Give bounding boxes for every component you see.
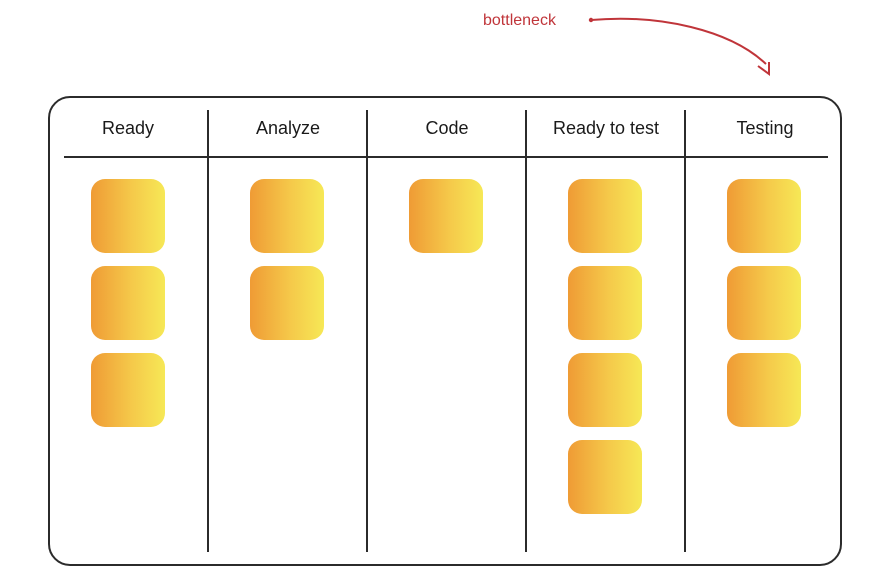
card-testing[interactable] (727, 266, 801, 340)
column-title-code: Code (425, 118, 469, 138)
column-title-ready-to-test: Ready to test (552, 118, 660, 138)
bottleneck-label: bottleneck (483, 12, 556, 29)
column-divider (207, 110, 209, 552)
card-ready-to-test[interactable] (568, 353, 642, 427)
column-title-analyze: Analyze (255, 118, 321, 138)
column-divider (366, 110, 368, 552)
card-ready-to-test[interactable] (568, 266, 642, 340)
card-code[interactable] (409, 179, 483, 253)
column-divider (684, 110, 686, 552)
card-ready[interactable] (91, 179, 165, 253)
column-divider (525, 110, 527, 552)
card-analyze[interactable] (250, 266, 324, 340)
card-testing[interactable] (727, 353, 801, 427)
card-ready[interactable] (91, 353, 165, 427)
column-title-testing: Testing (736, 118, 794, 138)
header-divider (64, 156, 828, 158)
column-title-ready: Ready (101, 118, 155, 138)
card-analyze[interactable] (250, 179, 324, 253)
card-ready-to-test[interactable] (568, 440, 642, 514)
card-ready-to-test[interactable] (568, 179, 642, 253)
kanban-board (48, 96, 842, 566)
bottleneck-arrow-icon (588, 17, 770, 76)
card-testing[interactable] (727, 179, 801, 253)
card-ready[interactable] (91, 266, 165, 340)
